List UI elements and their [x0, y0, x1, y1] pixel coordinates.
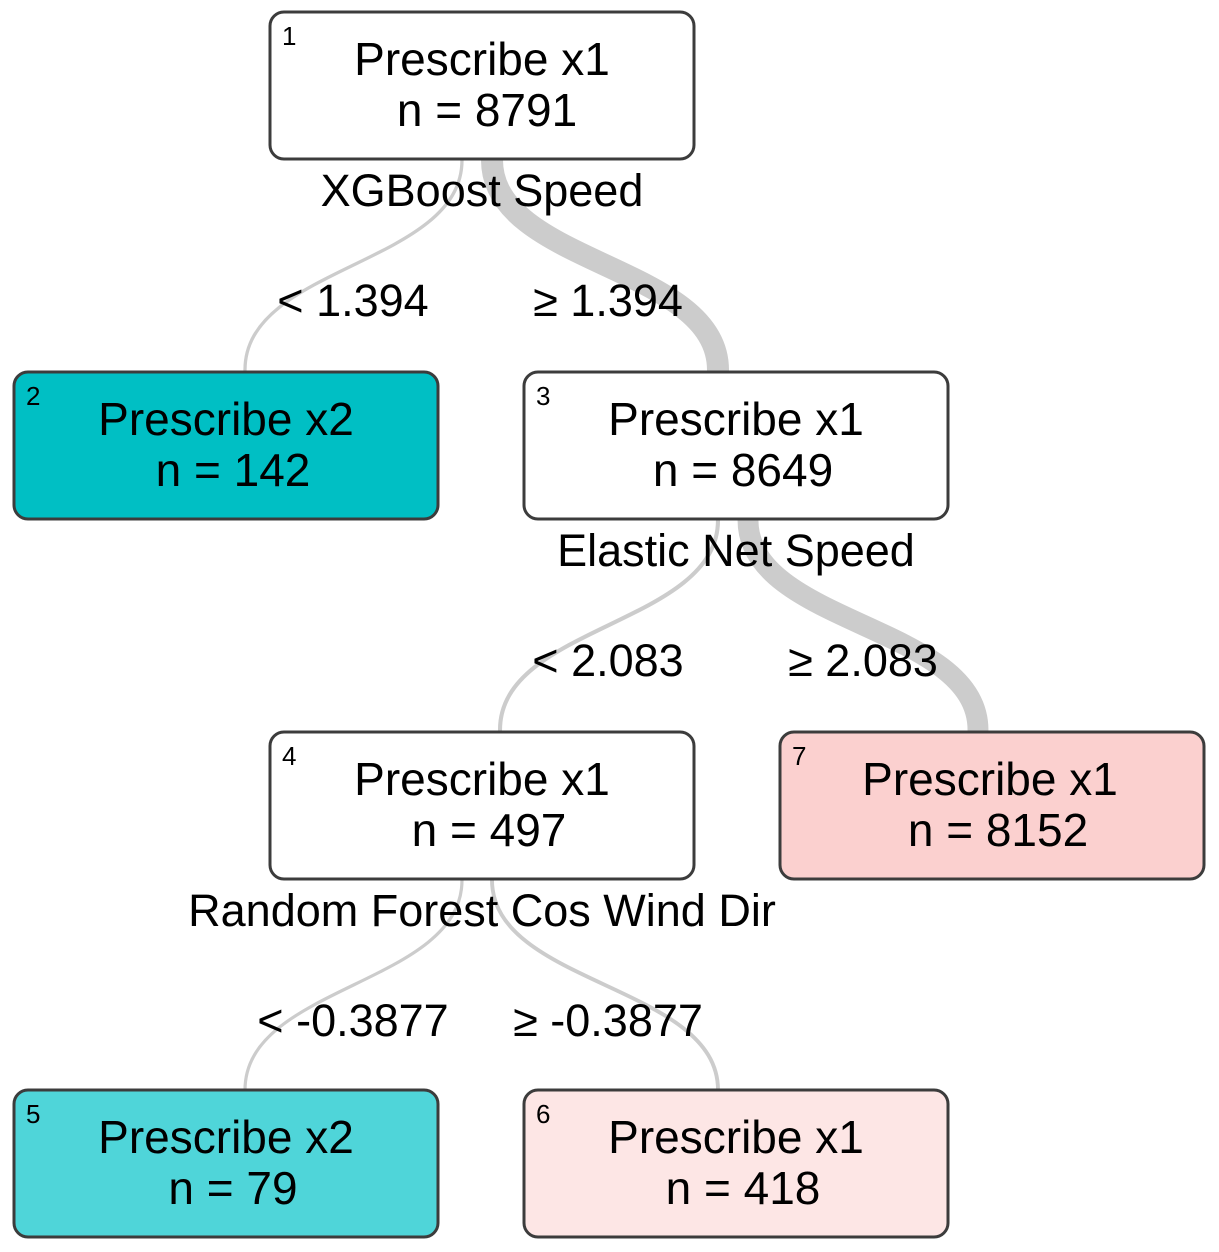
node-count: n = 79: [168, 1162, 297, 1214]
node-id: 6: [536, 1099, 550, 1129]
edge-label-4-5: < -0.3877: [257, 995, 448, 1046]
edge-labels: < 1.394 ≥ 1.394 < 2.083 ≥ 2.083 < -0.387…: [257, 275, 938, 1046]
tree-node-7: 7 Prescribe x1 n = 8152: [778, 730, 1206, 881]
node-box: [268, 10, 696, 161]
node-box: [522, 1088, 950, 1239]
edge-1-3: [481, 149, 729, 381]
node-box: [268, 730, 696, 881]
tree-node-5: 5 Prescribe x2 n = 79: [12, 1088, 440, 1239]
tree-node-1: 1 Prescribe x1 n = 8791 XGBoost Speed: [268, 10, 696, 216]
node-label: Prescribe x1: [608, 393, 864, 445]
edge-label-1-2: < 1.394: [277, 275, 428, 326]
node-count: n = 8152: [908, 804, 1088, 856]
node-id: 1: [282, 21, 296, 51]
edge-3-4: [497, 517, 721, 733]
edge-4-6: [490, 878, 720, 1092]
node-label: Prescribe x2: [98, 393, 354, 445]
edge-1-2: [243, 158, 464, 372]
node-label: Prescribe x1: [354, 753, 610, 805]
tree-node-6: 6 Prescribe x1 n = 418: [522, 1088, 950, 1239]
split-variable: XGBoost Speed: [321, 165, 644, 216]
node-id: 7: [792, 741, 806, 771]
node-count: n = 8649: [653, 444, 833, 496]
split-variable: Elastic Net Speed: [557, 525, 915, 576]
edge-label-4-6: ≥ -0.3877: [513, 995, 703, 1046]
node-box: [12, 1088, 440, 1239]
node-label: Prescribe x1: [862, 753, 1118, 805]
edge-3-7: [737, 509, 989, 741]
split-variable: Random Forest Cos Wind Dir: [188, 885, 776, 936]
edge-label-3-7: ≥ 2.083: [788, 635, 938, 686]
edge-4-5: [243, 878, 464, 1092]
edge-label-1-3: ≥ 1.394: [533, 275, 683, 326]
tree-node-4: 4 Prescribe x1 n = 497 Random Forest Cos…: [188, 730, 776, 936]
node-label: Prescribe x1: [354, 33, 610, 85]
node-id: 4: [282, 741, 296, 771]
node-id: 5: [26, 1099, 40, 1129]
node-count: n = 418: [666, 1162, 821, 1214]
tree-node-3: 3 Prescribe x1 n = 8649 Elastic Net Spee…: [522, 370, 950, 576]
edge-label-3-4: < 2.083: [532, 635, 683, 686]
tree-node-2: 2 Prescribe x2 n = 142: [12, 370, 440, 521]
node-label: Prescribe x2: [98, 1111, 354, 1163]
node-box: [522, 370, 950, 521]
node-box: [12, 370, 440, 521]
node-id: 3: [536, 381, 550, 411]
node-box: [778, 730, 1206, 881]
node-count: n = 142: [156, 444, 311, 496]
edges: [243, 149, 989, 1092]
node-id: 2: [26, 381, 40, 411]
node-count: n = 497: [412, 804, 567, 856]
node-count: n = 8791: [397, 84, 577, 136]
node-label: Prescribe x1: [608, 1111, 864, 1163]
